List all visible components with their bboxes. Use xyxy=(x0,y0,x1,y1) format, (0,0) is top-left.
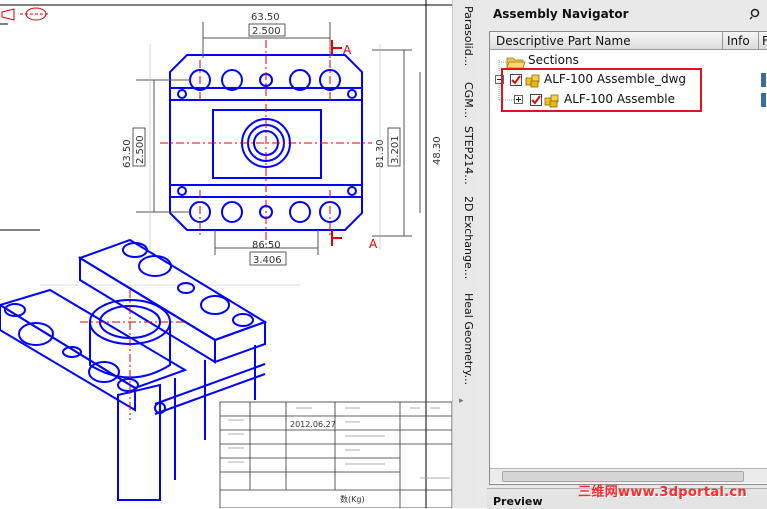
dim-top-width-inch: 2.500 xyxy=(252,26,281,37)
section-label-bottom: A xyxy=(369,237,378,251)
assembly-icon xyxy=(525,74,540,88)
dim-far-right-height: 48.30 xyxy=(432,136,443,165)
tab-overflow-icon[interactable]: ▸ xyxy=(459,396,464,406)
info-marker xyxy=(761,93,766,107)
tree-item-label: Sections xyxy=(528,53,579,67)
panel-title: Assembly Navigator xyxy=(493,7,629,21)
pin-icon[interactable] xyxy=(749,8,761,20)
assembly-tree[interactable]: Descriptive Part Name Info F Sections xyxy=(489,31,767,485)
assembly-navigator-panel: Assembly Navigator Descriptive Part Name… xyxy=(477,0,767,509)
folder-icon xyxy=(506,57,526,69)
tab-2d-exchange[interactable]: 2D Exchange... xyxy=(462,196,475,280)
tab-step214[interactable]: STEP214... xyxy=(462,126,475,185)
title-block-date: 2012.06.27 xyxy=(290,420,336,429)
highlight-annotation-box xyxy=(501,68,702,112)
dim-bottom-width-inch: 3.406 xyxy=(253,255,282,266)
drawing-canvas[interactable]: A A 63.50 2.500 63.50 2.500 81.30 3.201 … xyxy=(0,0,452,508)
column-header-part-name[interactable]: Descriptive Part Name xyxy=(496,34,631,48)
dim-bottom-width: 86.50 xyxy=(252,240,281,251)
tree-item-sections[interactable]: Sections xyxy=(490,52,767,70)
dim-top-width: 63.50 xyxy=(251,12,280,23)
checkbox-checked-icon[interactable] xyxy=(530,94,542,106)
tree-item-label: ALF-100 Assemble xyxy=(564,92,675,106)
resource-tab-strip: Parasolid... CGM... STEP214... 2D Exchan… xyxy=(452,0,478,508)
expand-icon[interactable] xyxy=(514,95,523,104)
column-header-info[interactable]: Info xyxy=(727,34,750,48)
dim-left-height-inch: 2.500 xyxy=(135,135,146,164)
title-block xyxy=(219,401,452,508)
preview-label: Preview xyxy=(493,495,543,508)
column-header-row: Descriptive Part Name Info F xyxy=(490,32,767,50)
dim-right-height-inch: 3.201 xyxy=(390,135,401,164)
scrollbar-thumb[interactable] xyxy=(502,471,744,482)
checkbox-checked-icon[interactable] xyxy=(510,74,522,86)
tab-parasolid[interactable]: Parasolid... xyxy=(462,6,475,67)
tree-item-label: ALF-100 Assemble_dwg xyxy=(544,72,687,86)
info-marker xyxy=(761,73,766,87)
isometric-view xyxy=(0,238,268,501)
dim-right-height: 81.30 xyxy=(375,139,386,168)
column-header-extra[interactable]: F xyxy=(762,34,767,48)
assembly-icon xyxy=(544,94,559,108)
tree-item-alf100-assemble[interactable]: ALF-100 Assemble xyxy=(490,91,767,109)
tree-item-alf100-assemble-dwg[interactable]: ALF-100 Assemble_dwg xyxy=(490,71,767,89)
tab-heal-geometry[interactable]: Heal Geometry... xyxy=(462,293,475,386)
preview-section[interactable]: Preview xyxy=(487,488,767,509)
section-label-top: A xyxy=(343,43,352,57)
cad-drawing: A A 63.50 2.500 63.50 2.500 81.30 3.201 … xyxy=(0,0,452,508)
watermark: 三维网www.3dportal.cn xyxy=(578,485,747,500)
title-block-weight-label: 数(Kg) xyxy=(340,494,365,504)
tab-cgm[interactable]: CGM... xyxy=(462,82,475,119)
dim-left-height: 63.50 xyxy=(122,139,133,168)
horizontal-scrollbar[interactable] xyxy=(490,468,767,483)
projection-symbol-icon xyxy=(1,7,50,21)
